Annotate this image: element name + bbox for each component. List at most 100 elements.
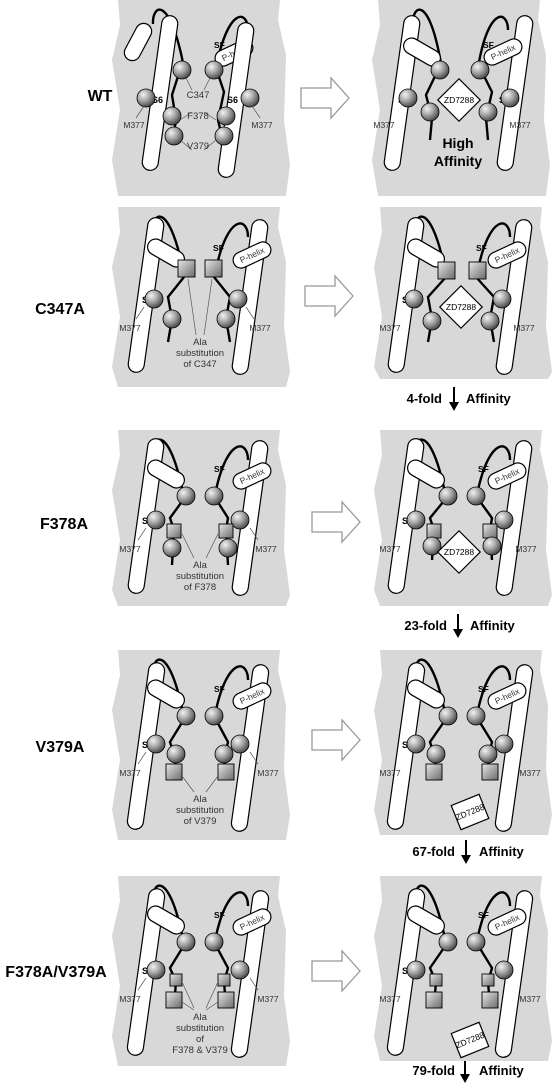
m377-label: M377 [119,323,141,333]
ala-substitution-box [429,973,443,987]
c347-residue [438,932,458,952]
zd7288-drug: ZD7288 [436,77,482,123]
sf-label: SF [476,243,487,253]
ala-substitution-box [165,763,183,781]
panel-c347a-left: P-helix SF S6 S6 Ala substitution of C34… [112,207,290,387]
m377-label: M377 [379,768,401,778]
m377-residue [146,734,166,754]
fold-change-double: 79-fold Affinity [412,1061,525,1083]
ala-substitution-box [481,763,499,781]
sf-label: SF [214,464,225,474]
ala-substitution-box [177,259,196,278]
sf-label: SF [214,684,225,694]
transition-arrow-icon [300,76,350,120]
row-label-v379a: V379A [36,739,85,756]
p-helix-right: P-helix [232,682,272,710]
drug-label: ZD7288 [444,95,475,105]
fold-value: 23-fold [404,618,447,633]
m377-residue [406,960,426,980]
m377-label: M377 [373,120,395,130]
sf-label: SF [478,910,489,920]
p-helix-right: P-helix [487,462,527,490]
p-helix-left [407,459,445,489]
m377-label: M377 [123,120,145,130]
sf-label: SF [478,684,489,694]
c347-residue [204,706,224,726]
c347-residue [470,60,490,80]
loop [151,8,186,71]
down-arrow-icon [453,614,463,638]
s6-label-right: S6 [227,95,238,105]
m377-label: M377 [119,544,141,554]
panel-f378a-right: P-helix SF S6 S6 ZD7288 M377 M377 [374,430,552,606]
ala-substitution-box [468,261,487,280]
transition-arrow-icon [304,274,354,318]
p-helix-right: P-helix [487,908,527,936]
m377-label: M377 [255,544,277,554]
m377-residue [494,510,514,530]
panel-wt-left: P-helix SF S6 S6 C347 F378 V379 M377 M37… [112,0,290,196]
f378-residue [166,744,186,764]
v379-residue [162,538,182,558]
m377-residue [146,960,166,980]
zd7288-drug: ZD7288 [436,529,482,575]
f378-residue [216,309,236,329]
fold-change-c347a: 4-fold Affinity [407,387,512,411]
ala-substitution-box [217,973,231,987]
row-label-wt: WT [88,88,113,105]
m377-label: M377 [515,544,537,554]
panel-v379a-left: P-helix SF S6 S6 Ala substitution of V37… [112,650,290,840]
fold-change-v379a: 67-fold Affinity [412,840,525,864]
leader-lines [135,77,261,151]
fold-value: 4-fold [407,391,442,406]
leader-lines [137,527,259,559]
ala-substitution-box [481,991,499,1009]
m377-residue [500,88,520,108]
c347-residue [466,486,486,506]
m377-label: M377 [379,323,401,333]
down-arrow-icon [449,387,459,411]
f378-residue [420,102,440,122]
transition-arrow-icon [311,500,361,544]
loop [476,665,512,711]
ala-substitution-box [166,523,182,539]
p-helix-left [147,905,185,935]
m377-label: M377 [379,544,401,554]
m377-label: M377 [251,120,273,130]
v379-residue [422,536,442,556]
v379-residue [164,126,184,146]
m377-residue [230,960,250,980]
m377-residue [406,734,426,754]
zd7288-drug: ZD7288 [450,793,490,831]
ala-substitution-box [204,259,223,278]
m377-residue [494,734,514,754]
m377-label: M377 [257,994,279,1004]
c347-residue [172,60,192,80]
row-label-c347a: C347A [35,301,85,318]
p-helix-right: P-helix [232,908,272,936]
m377-residue [494,960,514,980]
p-helix-right: P-helix [232,462,272,490]
loop [476,15,510,69]
panel-f378a-left: P-helix SF S6 S6 Ala substitution of F37… [112,430,290,606]
p-helix-left [123,22,153,62]
loop [476,445,512,491]
ala-substitution-box [437,261,456,280]
chain [166,276,185,343]
substitution-target: F378 & V379 [172,1045,227,1056]
m377-residue [230,734,250,754]
drug-label: ZD7288 [446,302,477,312]
m377-residue [404,289,424,309]
sf-label: SF [213,243,224,253]
loop [476,222,512,270]
c347-residue [204,486,224,506]
sf-label: SF [214,40,225,50]
ala-substitution-box [425,991,443,1009]
m377-label: M377 [509,120,531,130]
m377-label: M377 [379,994,401,1004]
loop [214,665,250,711]
m377-label: M377 [519,994,541,1004]
transition-arrow-icon [311,718,361,762]
substitution-label: substitution [176,805,224,816]
